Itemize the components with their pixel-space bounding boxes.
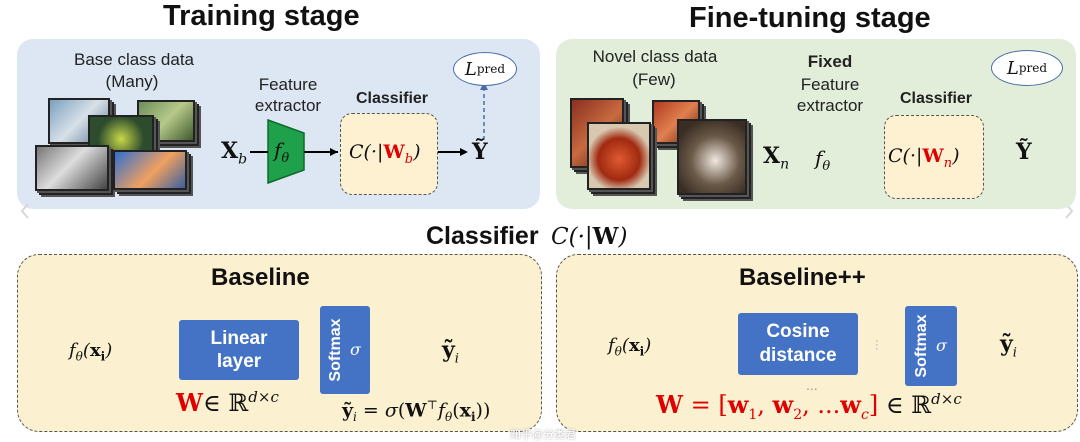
finetune-input-label: Xn	[763, 143, 790, 173]
finetune-stage-title: Fine-tuning stage	[689, 2, 931, 34]
baseline-output: ỹi	[442, 337, 459, 367]
classifier-heading: Classifier C(·|W)	[426, 222, 627, 251]
base-image-stack-4	[35, 145, 109, 191]
training-stage-title: Training stage	[163, 0, 360, 32]
finetune-classifier-label: Classifier	[899, 90, 973, 107]
baselinepp-title: Baseline++	[739, 264, 866, 291]
baselinepp-input: fθ(xi)	[608, 335, 652, 359]
baseline-formula: ỹi = σ(W⊤fθ(xi))	[342, 398, 491, 425]
training-output: Ỹ	[472, 139, 488, 165]
baselinepp-output: ỹi	[1000, 331, 1017, 361]
training-feature-extractor-label: Feature extractor	[243, 74, 333, 116]
cosine-distance-label: Cosine distance	[759, 321, 837, 366]
baseline-title: Baseline	[211, 264, 310, 291]
baseline-softmax-block: Softmax σ	[320, 306, 370, 394]
training-classifier-fn: C(·|Wb)	[349, 141, 421, 167]
linear-layer-label: Linear layer	[210, 328, 268, 372]
baseline-weight: W∈ ℝd×c	[176, 388, 279, 417]
finetune-feature-label: Feature extractor	[796, 75, 864, 115]
baselinepp-mid-dots: ...	[873, 339, 889, 351]
baseline-softmax-label: Softmax	[327, 318, 344, 382]
training-input-label: Xb	[221, 138, 248, 168]
baselinepp-softmax-block: Softmax σ	[905, 306, 957, 386]
baseline-sigma: σ	[350, 340, 361, 359]
base-class-data-sub: (Many)	[105, 72, 159, 91]
finetune-classifier-box	[884, 115, 984, 199]
baselinepp-sigma: σ	[936, 336, 947, 355]
classifier-heading-word: Classifier	[426, 222, 539, 250]
training-classifier-label: Classifier	[355, 90, 429, 107]
training-classifier-box	[340, 113, 438, 195]
cosine-distance-block: Cosine distance	[738, 313, 858, 375]
baselinepp-panel	[556, 254, 1078, 432]
novel-class-data-sub: (Few)	[632, 70, 676, 89]
base-image-stack-5	[113, 150, 187, 190]
baselinepp-weight: W = [w1, w2, ...wc] ∈ ℝd×c	[656, 390, 962, 423]
finetune-feature-extractor-label: Feature extractor	[785, 74, 875, 116]
training-feature-label: Feature extractor	[254, 75, 322, 115]
finetune-fixed-label: Fixed	[807, 52, 853, 71]
classifier-heading-math: C(·|W)	[551, 223, 628, 250]
finetune-f-label: fθ	[815, 146, 831, 174]
finetune-classifier-fn: C(·|Wn)	[888, 145, 960, 171]
training-f-label: fθ	[274, 138, 290, 166]
baselinepp-softmax-label: Softmax	[913, 314, 930, 378]
baseline-input: fθ(xi)	[69, 340, 113, 364]
training-feature-extractor-block	[267, 118, 305, 185]
base-class-data-label: Base class data	[73, 50, 194, 69]
baselinepp-weight-dots: ...	[806, 377, 818, 393]
novel-image-4	[677, 119, 747, 195]
novel-image-3	[587, 122, 651, 190]
novel-class-data-label: Novel class data	[592, 47, 718, 66]
finetune-output: Ỹ	[1016, 139, 1032, 165]
watermark: 知乎@分类君	[510, 429, 577, 441]
linear-layer-block: Linear layer	[179, 320, 299, 380]
carousel-prev-icon	[20, 203, 29, 219]
